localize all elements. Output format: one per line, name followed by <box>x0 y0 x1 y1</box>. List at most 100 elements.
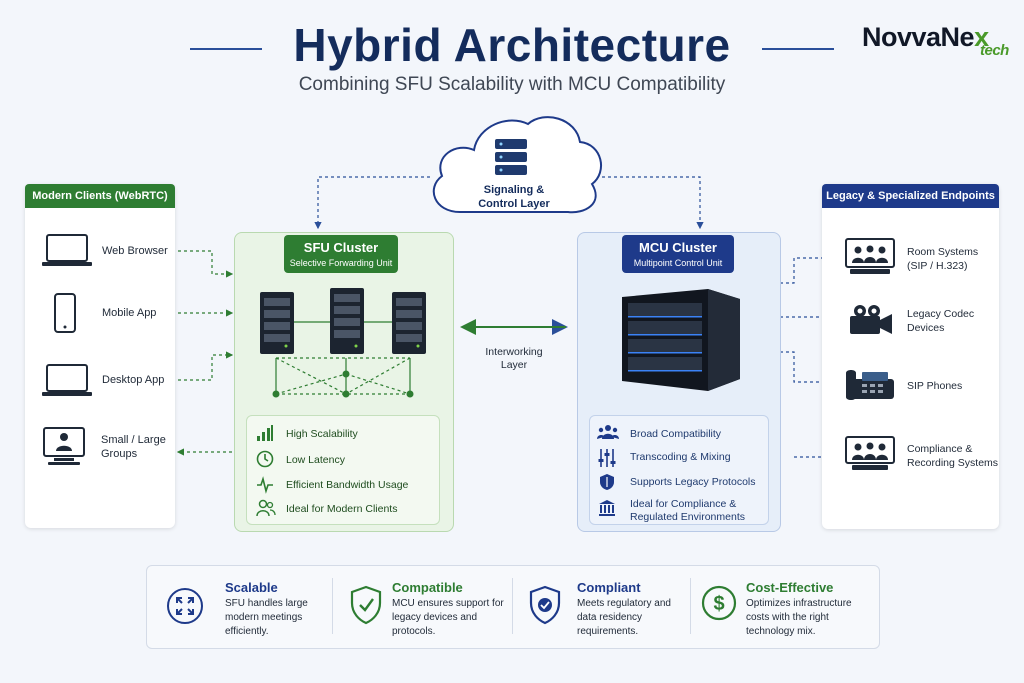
legacy-label-compliance-line2: Recording Systems <box>907 457 999 469</box>
sfu-title-box: SFU Cluster Selective Forwarding Unit <box>284 235 398 273</box>
title-decor-right <box>762 48 834 50</box>
legacy-header: Legacy & Specialized Endpoints <box>822 184 999 208</box>
sfu-feature-latency: Low Latency <box>286 454 345 466</box>
cloud-label-line2: Control Layer <box>478 198 550 210</box>
mcu-feature-compliance: Ideal for Compliance & Regulated Environ… <box>630 498 745 524</box>
interworking-label: Interworking Layer <box>470 346 558 372</box>
sfu-servers-graphic <box>260 288 426 398</box>
client-label-web-browser: Web Browser <box>102 245 168 257</box>
cloud-label: Signaling & Control Layer <box>454 183 574 211</box>
sliders-icon <box>598 449 616 467</box>
benefit-compatible-line3: protocols. <box>392 626 436 637</box>
benefit-cost-line1: Optimizes infrastructure <box>746 598 852 609</box>
benefit-title-cost: Cost-Effective <box>746 580 834 595</box>
interworking-line2: Layer <box>500 359 528 371</box>
recording-screen-icon <box>845 436 895 470</box>
legacy-label-room-systems: Room Systems (SIP / H.323) <box>907 245 978 273</box>
legacy-label-codec-line2: Devices <box>907 322 945 334</box>
desk-phone-icon <box>846 370 894 400</box>
clock-icon <box>256 450 274 468</box>
shield-icon <box>600 474 614 490</box>
legacy-label-codec: Legacy Codec Devices <box>907 307 974 335</box>
benefit-cost-line2: costs with the right <box>746 612 829 623</box>
benefit-compliant-line1: Meets regulatory and <box>577 598 671 609</box>
client-label-desktop-app: Desktop App <box>102 374 165 386</box>
mcu-feature-legacy: Supports Legacy Protocols <box>630 476 756 488</box>
group-call-icon <box>43 427 85 465</box>
logo-tech: tech <box>980 42 1009 59</box>
logo-text: NovvaNe <box>862 22 975 52</box>
mcu-feature-transcoding: Transcoding & Mixing <box>630 451 731 463</box>
mcu-subtitle: Multipoint Control Unit <box>633 258 723 268</box>
benefits-bar <box>146 565 880 649</box>
page-title: Hybrid Architecture <box>293 19 731 71</box>
laptop-icon <box>42 234 92 266</box>
title-decor-left <box>190 48 262 50</box>
interworking-line1: Interworking <box>485 346 543 358</box>
svg-text:$: $ <box>713 593 724 615</box>
cloud-label-line1: Signaling & <box>483 184 545 196</box>
benefit-compliant-line2: data residency <box>577 612 643 623</box>
benefit-text-compatible: MCU ensures support for legacy devices a… <box>392 597 504 639</box>
mcu-title-box: MCU Cluster Multipoint Control Unit <box>622 235 734 273</box>
benefit-title-compatible: Compatible <box>392 580 463 595</box>
benefit-scalable-line3: efficiently. <box>225 626 269 637</box>
client-label-mobile-app: Mobile App <box>102 307 157 319</box>
sfu-feature-modern: Ideal for Modern Clients <box>286 503 398 515</box>
benefit-scalable-line2: modern meetings <box>225 612 303 623</box>
legacy-label-room-line2: (SIP / H.323) <box>907 260 968 272</box>
logo-x: x <box>974 22 989 52</box>
client-label-groups: Small / Large Groups <box>101 433 166 461</box>
cloud-shape <box>432 116 602 214</box>
shield-badge-icon <box>529 585 561 625</box>
legacy-label-sip-phones: SIP Phones <box>907 380 963 392</box>
mcu-feature-compliance-line1: Ideal for Compliance & <box>630 498 737 510</box>
sfu-features-box <box>246 415 440 525</box>
benefits-divider-3 <box>690 578 691 634</box>
benefit-scalable-line1: SFU handles large <box>225 598 308 609</box>
benefit-title-scalable: Scalable <box>225 580 278 595</box>
bar-chart-icon <box>257 425 273 441</box>
legacy-panel <box>822 184 999 529</box>
dollar-icon: $ <box>701 585 737 621</box>
client-label-groups-line2: Groups <box>101 448 138 460</box>
group-icon <box>597 425 619 439</box>
legacy-label-compliance-line1: Compliance & <box>907 443 973 455</box>
shield-check-icon <box>350 585 382 625</box>
phone-icon <box>54 293 76 333</box>
brand-logo: NovvaNex tech <box>862 22 1009 59</box>
room-system-icon <box>845 238 895 274</box>
sfu-subtitle: Selective Forwarding Unit <box>289 258 393 268</box>
benefit-text-compliant: Meets regulatory and data residency requ… <box>577 597 671 639</box>
sfu-feature-bandwidth: Efficient Bandwidth Usage <box>286 479 409 491</box>
sfu-feature-scalability: High Scalability <box>286 428 358 440</box>
client-label-groups-line1: Small / Large <box>101 434 166 446</box>
mcu-server-rack-graphic <box>622 289 740 391</box>
benefits-divider-2 <box>512 578 513 634</box>
mcu-feature-compliance-line2: Regulated Environments <box>630 511 745 523</box>
benefit-text-cost: Optimizes infrastructure costs with the … <box>746 597 852 639</box>
benefit-compatible-line2: legacy devices and <box>392 612 478 623</box>
page-subtitle: Combining SFU Scalability with MCU Compa… <box>298 74 726 95</box>
server-stack-icon <box>495 139 527 175</box>
modern-clients-header: Modern Clients (WebRTC) <box>25 184 175 208</box>
expand-icon <box>167 588 203 624</box>
sfu-title: SFU Cluster <box>303 240 379 255</box>
desktop-laptop-icon <box>42 364 92 396</box>
legacy-label-codec-line1: Legacy Codec <box>907 308 975 320</box>
benefit-compatible-line1: MCU ensures support for <box>392 598 504 609</box>
benefits-divider-1 <box>332 578 333 634</box>
benefit-text-scalable: SFU handles large modern meetings effici… <box>225 597 308 639</box>
users-icon <box>256 499 276 517</box>
mcu-feature-compatibility: Broad Compatibility <box>630 428 722 440</box>
pulse-icon <box>257 476 273 494</box>
camera-icon <box>850 305 892 334</box>
mcu-title: MCU Cluster <box>638 240 717 255</box>
benefit-title-compliant: Compliant <box>577 580 641 595</box>
legacy-label-compliance: Compliance & Recording Systems <box>907 442 998 470</box>
benefit-cost-line3: technology mix. <box>746 626 816 637</box>
benefit-compliant-line3: requirements. <box>577 626 639 637</box>
mcu-features-box <box>589 415 769 525</box>
institution-icon <box>599 500 615 516</box>
